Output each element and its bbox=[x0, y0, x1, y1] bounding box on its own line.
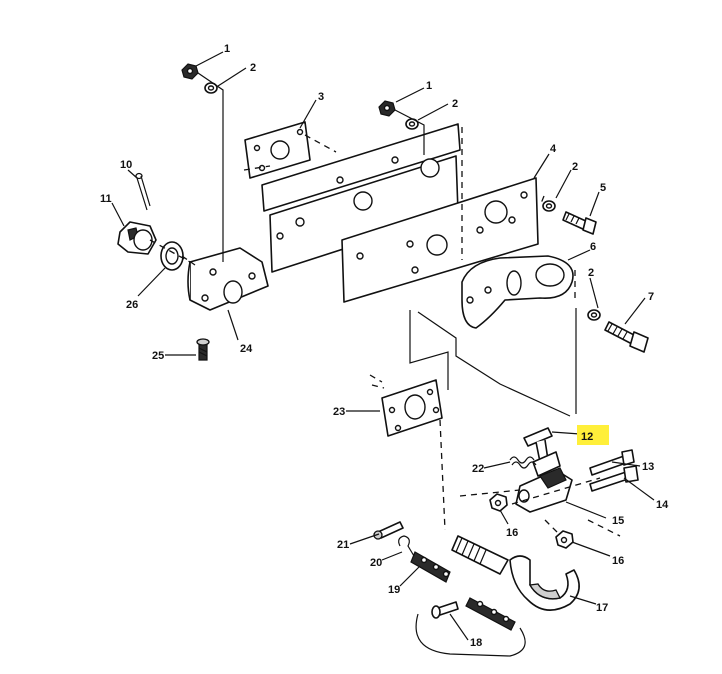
plate-3 bbox=[244, 121, 311, 179]
callout-3: 3 bbox=[318, 91, 324, 103]
bolt-18 bbox=[431, 601, 459, 619]
pin-21 bbox=[373, 521, 404, 540]
shackle-20 bbox=[398, 535, 415, 557]
chain-19 bbox=[410, 551, 451, 583]
callout-1: 1 bbox=[426, 80, 432, 92]
bolt-14 bbox=[589, 465, 639, 492]
washer-26 bbox=[160, 241, 184, 271]
callout-12: 12 bbox=[581, 431, 593, 443]
callout-2: 2 bbox=[250, 62, 256, 74]
hook-body-15 bbox=[515, 467, 573, 513]
callout-11: 11 bbox=[100, 193, 112, 205]
block-24 bbox=[187, 247, 269, 311]
callout-16: 16 bbox=[506, 527, 518, 539]
cotter-pin-10 bbox=[135, 172, 151, 211]
callout-2: 2 bbox=[572, 161, 578, 173]
nut-16-left bbox=[489, 493, 508, 512]
bolt-7 bbox=[604, 321, 649, 353]
bolt-5 bbox=[562, 211, 597, 235]
callout-5: 5 bbox=[600, 182, 606, 194]
callout-highlight bbox=[577, 425, 609, 445]
hook-17 bbox=[509, 555, 580, 611]
leader-lines bbox=[111, 51, 655, 641]
threaded-shank bbox=[451, 535, 509, 575]
washer-2-bolt7 bbox=[587, 309, 601, 321]
bracket-6 bbox=[461, 255, 574, 329]
callout-23: 23 bbox=[333, 406, 345, 418]
callout-15: 15 bbox=[612, 515, 624, 527]
callout-16: 16 bbox=[612, 555, 624, 567]
nut-1-left bbox=[181, 63, 199, 80]
screw-25 bbox=[196, 338, 210, 361]
mounting-plate-4 bbox=[341, 177, 539, 303]
callout-14: 14 bbox=[656, 499, 669, 511]
callout-7: 7 bbox=[648, 291, 654, 303]
frame-channel bbox=[261, 123, 461, 273]
castle-nut-11 bbox=[117, 221, 157, 255]
callout-21: 21 bbox=[337, 539, 349, 551]
callout-20: 20 bbox=[370, 557, 382, 569]
callout-25: 25 bbox=[152, 350, 164, 362]
washer-2-left bbox=[204, 82, 218, 94]
assembly-lines bbox=[149, 72, 621, 657]
callout-2: 2 bbox=[588, 267, 594, 279]
callout-22: 22 bbox=[472, 463, 484, 475]
washer-2-bolt5 bbox=[542, 200, 556, 212]
spring-22 bbox=[509, 456, 537, 469]
callout-26: 26 bbox=[126, 299, 138, 311]
nut-1-right bbox=[378, 100, 396, 117]
callout-6: 6 bbox=[590, 241, 596, 253]
callout-2: 2 bbox=[452, 98, 458, 110]
callout-13: 13 bbox=[642, 461, 654, 473]
bolt-13 bbox=[589, 449, 635, 476]
callout-18: 18 bbox=[470, 637, 482, 649]
callout-19: 19 bbox=[388, 584, 400, 596]
chain-lower bbox=[465, 597, 516, 631]
washer-2-right bbox=[405, 118, 419, 130]
callout-1: 1 bbox=[224, 43, 230, 55]
callout-labels: 1 2 3 1 2 4 2 5 6 2 7 10 11 26 24 25 23 … bbox=[100, 43, 669, 649]
nut-16-right bbox=[555, 530, 574, 549]
callout-4: 4 bbox=[550, 143, 557, 155]
plate-23 bbox=[381, 379, 443, 437]
callout-10: 10 bbox=[120, 159, 132, 171]
callout-17: 17 bbox=[596, 602, 608, 614]
callout-24: 24 bbox=[240, 343, 253, 355]
latch-12 bbox=[523, 427, 561, 477]
